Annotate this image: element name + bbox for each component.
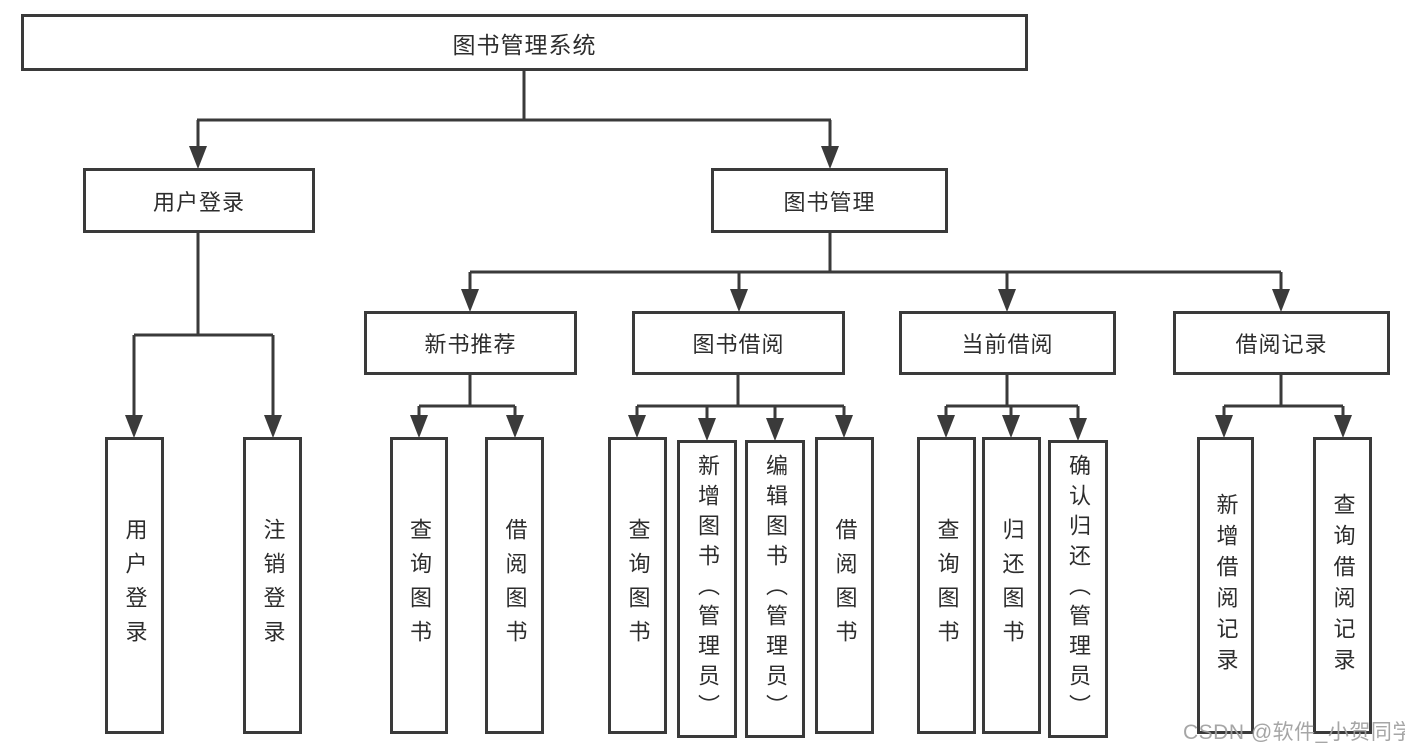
leaf-confirm-return-admin: 确认归还（管理员） bbox=[1048, 440, 1108, 738]
leaf-logout: 注销登录 bbox=[243, 437, 302, 734]
arrowhead-icon bbox=[506, 415, 524, 438]
arrowhead-icon bbox=[937, 415, 955, 438]
node-label: 查询图书 bbox=[407, 517, 432, 654]
connector-bookmgmt-to-level3 bbox=[468, 233, 1283, 290]
leaf-add-book-admin: 新增图书（管理员） bbox=[677, 440, 737, 738]
connector-newbook-to-leaves bbox=[417, 375, 517, 417]
arrowhead-icon bbox=[189, 146, 207, 169]
node-borrowing-records: 借阅记录 bbox=[1173, 311, 1390, 375]
node-label: 用户登录 bbox=[152, 189, 245, 215]
connector-userlogin-to-leaves bbox=[132, 233, 275, 417]
arrowhead-icon bbox=[125, 415, 143, 438]
leaf-borrow-books-recommend: 借阅图书 bbox=[485, 437, 544, 734]
node-label: 新增借阅记录 bbox=[1213, 492, 1239, 679]
node-root-library-system: 图书管理系统 bbox=[21, 14, 1028, 71]
leaf-edit-book-admin: 编辑图书（管理员） bbox=[745, 440, 805, 738]
watermark: CSDN @软件_小贺同学 bbox=[1183, 721, 1405, 744]
node-label: 查询图书 bbox=[934, 517, 960, 654]
leaf-query-borrow-record: 查询借阅记录 bbox=[1313, 437, 1372, 734]
node-label: 新书推荐 bbox=[424, 332, 517, 357]
arrowhead-icon bbox=[1069, 418, 1087, 441]
connector-root-to-level2 bbox=[196, 70, 832, 147]
node-label: 注销登录 bbox=[260, 517, 286, 654]
arrowhead-icon bbox=[1215, 415, 1233, 438]
leaf-query-books-current: 查询图书 bbox=[917, 437, 976, 734]
arrowhead-icon bbox=[1334, 415, 1352, 438]
arrowhead-icon bbox=[1002, 415, 1020, 438]
node-book-borrowing: 图书借阅 bbox=[632, 311, 845, 375]
node-label: 用户登录 bbox=[122, 517, 148, 654]
node-new-book-recommend: 新书推荐 bbox=[364, 311, 577, 375]
connector-borrow-to-leaves bbox=[635, 375, 846, 420]
arrowhead-icon bbox=[698, 418, 716, 441]
arrowhead-icon bbox=[461, 289, 479, 312]
leaf-query-books-borrow: 查询图书 bbox=[608, 437, 667, 734]
leaf-user-login: 用户登录 bbox=[105, 437, 164, 734]
node-label: 图书管理系统 bbox=[452, 31, 597, 58]
arrowhead-icon bbox=[998, 289, 1016, 312]
node-label: 编辑图书（管理员） bbox=[763, 454, 788, 724]
arrowhead-icon bbox=[410, 415, 428, 438]
node-label: 查询图书 bbox=[625, 517, 651, 654]
arrowhead-icon bbox=[766, 418, 784, 441]
arrowhead-icon bbox=[835, 415, 853, 438]
connector-current-to-leaves bbox=[944, 375, 1080, 420]
node-label: 查询借阅记录 bbox=[1330, 492, 1356, 679]
arrowhead-icon bbox=[264, 415, 282, 438]
node-book-management-branch: 图书管理 bbox=[711, 168, 948, 233]
node-label: 借阅图书 bbox=[502, 517, 528, 654]
node-label: 确认归还（管理员） bbox=[1066, 454, 1091, 724]
arrowhead-icon bbox=[1272, 289, 1290, 312]
leaf-return-books: 归还图书 bbox=[982, 437, 1041, 734]
leaf-borrow-books: 借阅图书 bbox=[815, 437, 874, 734]
node-label: 借阅记录 bbox=[1235, 332, 1328, 357]
node-label: 借阅图书 bbox=[832, 517, 858, 654]
node-label: 当前借阅 bbox=[961, 332, 1054, 357]
node-user-login-branch: 用户登录 bbox=[83, 168, 315, 233]
arrowhead-icon bbox=[821, 146, 839, 169]
node-label: 图书借阅 bbox=[692, 332, 785, 357]
leaf-query-books-recommend: 查询图书 bbox=[390, 437, 448, 734]
connector-records-to-leaves bbox=[1222, 375, 1345, 417]
arrowhead-icon bbox=[628, 415, 646, 438]
node-label: 归还图书 bbox=[999, 517, 1025, 654]
node-label: 新增图书（管理员） bbox=[695, 454, 720, 724]
arrowhead-icon bbox=[730, 289, 748, 312]
node-current-borrowing: 当前借阅 bbox=[899, 311, 1116, 375]
leaf-add-borrow-record: 新增借阅记录 bbox=[1197, 437, 1254, 734]
node-label: 图书管理 bbox=[783, 189, 876, 215]
